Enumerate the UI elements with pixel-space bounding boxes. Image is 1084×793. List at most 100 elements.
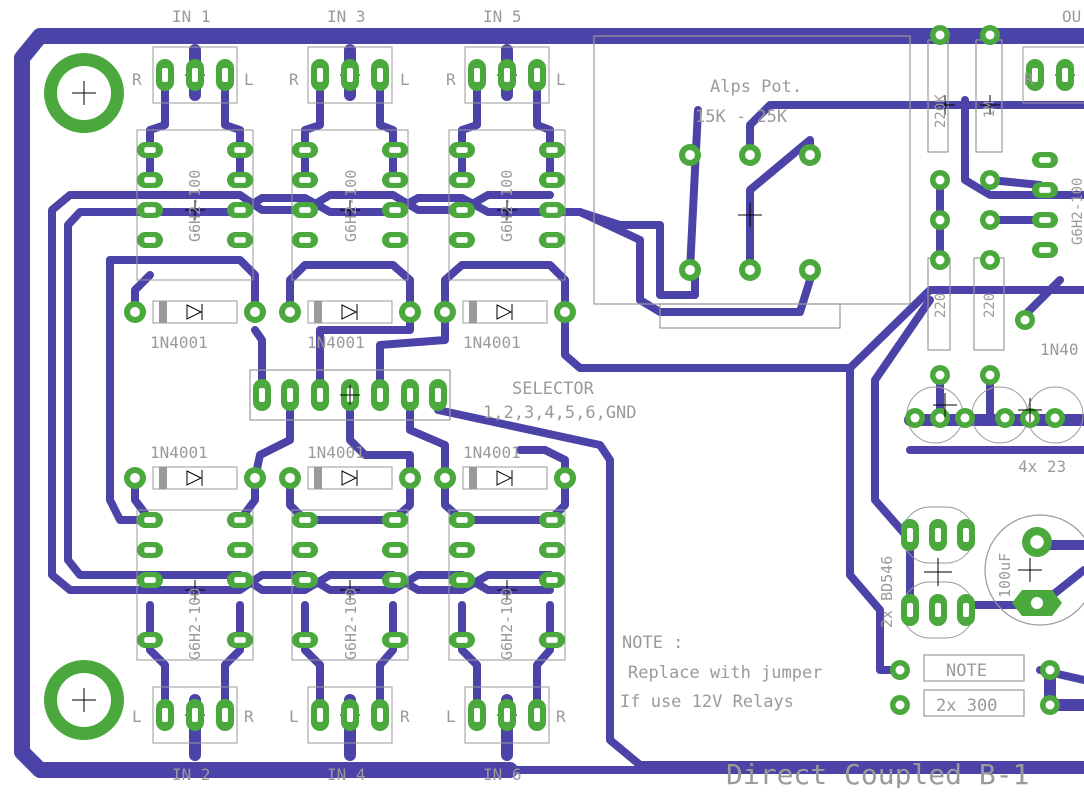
trace-in4-r (301, 601, 324, 724)
pad-drill (234, 637, 246, 643)
label-in1: IN 1 (172, 7, 211, 26)
diode-body (152, 466, 238, 490)
pad-drill (1030, 535, 1044, 549)
diode-band (159, 467, 167, 489)
pad-drill (546, 547, 558, 553)
label-in4-r: R (400, 707, 410, 726)
label-note-line1: Replace with jumper (628, 663, 822, 683)
trace-diode-3 (441, 261, 569, 316)
pad-drill (805, 150, 815, 160)
label-in6-l: L (446, 707, 456, 726)
trace-ldiode-2 (286, 474, 414, 524)
label-selector-pins: 1,2,3,4,5,6,GND (483, 403, 637, 423)
pad-drill (299, 237, 311, 243)
label-note: NOTE : (622, 633, 683, 653)
trace-in4-l (376, 601, 397, 724)
label-in3-l: L (400, 70, 410, 89)
pad-drill (456, 207, 468, 213)
selector-outline (249, 369, 451, 421)
label-r220k: 220K (933, 94, 949, 128)
pad-drill (222, 708, 228, 722)
pad-drill (1039, 187, 1051, 193)
label-relay-1: G6H2-100 (186, 170, 204, 242)
label-out-r: R (1024, 70, 1034, 89)
jack-outline (464, 686, 550, 744)
pad-drill (285, 473, 295, 483)
pad-drill (299, 517, 311, 523)
relay-outline (136, 509, 254, 661)
pad-drill (474, 68, 480, 82)
label-in2-r: R (244, 707, 254, 726)
label-output: OU (1062, 7, 1081, 26)
pad-drill (474, 708, 480, 722)
pad-drill (546, 177, 558, 183)
mounting-hole-group (44, 53, 124, 740)
trace-psu-2 (871, 296, 934, 614)
diode-symbol (496, 470, 513, 486)
label-relay-5: G6H2-100 (498, 170, 516, 242)
pad-drill (389, 637, 401, 643)
pad-drill (317, 708, 323, 722)
relay-group (136, 129, 566, 661)
label-pot-name: Alps Pot. (710, 77, 802, 97)
pad-drill (560, 307, 570, 317)
trace-in2-l (221, 601, 244, 724)
pad-drill (907, 603, 913, 617)
jack-outline (464, 46, 550, 104)
pad-drill (144, 547, 156, 553)
pad-drill (985, 255, 995, 265)
pad-drill (1045, 665, 1055, 675)
pad-drill (456, 147, 468, 153)
pad-drill (192, 708, 198, 722)
pad-drill (162, 708, 168, 722)
trace-in6-l (533, 601, 554, 724)
trace-psu-1 (846, 364, 904, 674)
label-in2: IN 2 (172, 765, 211, 784)
label-board-title: Direct Coupled B-1 (726, 758, 1029, 788)
label-in1-l: L (244, 70, 254, 89)
pad-drill (1032, 68, 1038, 82)
pad-drill (504, 708, 510, 722)
diode-body (462, 466, 548, 490)
bus-inner (64, 208, 154, 579)
pad-drill (456, 547, 468, 553)
pad-drill (389, 517, 401, 523)
pad-drill (234, 207, 246, 213)
diode-body (307, 466, 393, 490)
label-jumper: NOTE (946, 661, 987, 681)
relay-outline (448, 129, 566, 281)
jack-outline (307, 46, 393, 104)
pad-drill (377, 68, 383, 82)
pad-drill (259, 388, 265, 402)
label-diode-right: 1N40 (1040, 340, 1079, 359)
pad-drill (960, 413, 970, 423)
label-relay-right: G6H2-100 (1070, 178, 1084, 245)
label-relay-3: G6H2-100 (342, 170, 360, 242)
pad-drill (234, 147, 246, 153)
label-in5-r: R (446, 70, 456, 89)
label-r220-2: 220 (982, 293, 998, 318)
diode-body (462, 300, 548, 324)
pad-drill (546, 517, 558, 523)
label-r220-1: 220 (933, 293, 949, 318)
trace-to-pot (546, 208, 699, 299)
pad-drill (287, 388, 293, 402)
pad-drill (1000, 413, 1010, 423)
pad-group (124, 25, 1084, 731)
pad-drill (534, 708, 540, 722)
pad-drill (1050, 413, 1060, 423)
pad-drill (299, 177, 311, 183)
pad-drill (234, 547, 246, 553)
pad-drill (935, 215, 945, 225)
pad-drill (162, 68, 168, 82)
pad-drill (222, 68, 228, 82)
ground-loop-trace (14, 28, 1084, 778)
pad-drill (456, 577, 468, 583)
pad-drill (534, 68, 540, 82)
pad-drill (456, 517, 468, 523)
trace-diode-left (106, 256, 154, 524)
label-in6-r: R (556, 707, 566, 726)
diode-band (469, 301, 477, 323)
trace-sel-gnd (434, 406, 1084, 769)
pad-drill (389, 177, 401, 183)
